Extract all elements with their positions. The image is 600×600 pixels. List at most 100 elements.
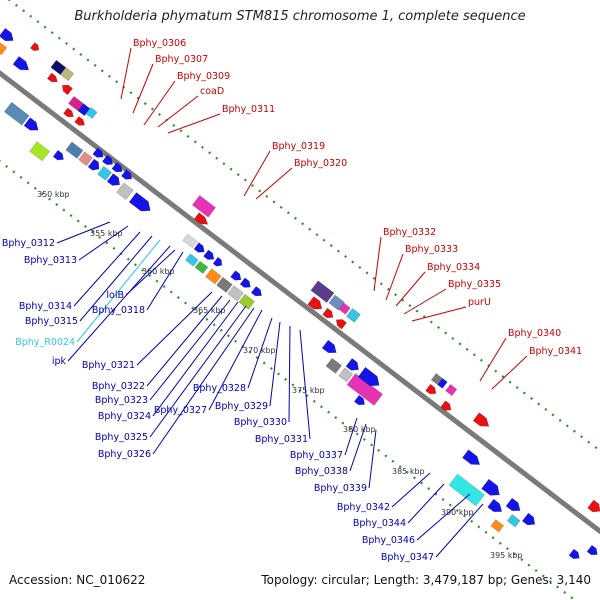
gene-59 xyxy=(437,377,448,389)
label-leader-line xyxy=(78,225,129,261)
gene-73 xyxy=(568,548,580,560)
gene-13 xyxy=(74,116,85,126)
label-leader-line xyxy=(247,317,273,389)
gene-label-bphy_0331: Bphy_0331 xyxy=(255,434,308,445)
label-leader-line xyxy=(76,239,161,343)
label-leader-line xyxy=(120,47,132,100)
label-leader-line xyxy=(79,235,153,322)
label-leader-line xyxy=(136,291,213,366)
label-leader-line xyxy=(479,337,507,382)
label-leader-line xyxy=(125,249,176,296)
gene-27 xyxy=(111,162,123,173)
gene-23 xyxy=(116,182,134,200)
label-leader-line xyxy=(208,309,263,411)
gene-34 xyxy=(212,256,223,267)
gene-42 xyxy=(239,277,251,288)
gene-19 xyxy=(78,151,93,167)
gene-66 xyxy=(481,478,500,496)
label-leader-line xyxy=(243,150,271,197)
gene-label-bphy_0332: Bphy_0332 xyxy=(383,227,436,238)
gene-37 xyxy=(205,268,222,285)
gene-label-bphy_0338: Bphy_0338 xyxy=(295,466,348,477)
gene-label-bphy_0323: Bphy_0323 xyxy=(95,395,148,406)
label-leader-line xyxy=(157,95,199,128)
gene-65 xyxy=(448,473,485,507)
gene-64 xyxy=(462,449,481,465)
gene-label-bphy_0326: Bphy_0326 xyxy=(98,449,151,460)
label-leader-line xyxy=(152,307,255,455)
label-leader-line xyxy=(143,80,176,126)
gene-4 xyxy=(30,42,40,51)
gene-43 xyxy=(250,286,262,297)
label-leader-line xyxy=(385,253,404,301)
chromosome-backbone xyxy=(0,70,600,535)
label-leader-line xyxy=(67,245,171,362)
gene-label-bphy_0337: Bphy_0337 xyxy=(290,450,343,461)
label-leader-line xyxy=(349,423,367,472)
gene-label-bphy_0318: Bphy_0318 xyxy=(92,305,145,316)
label-leader-line xyxy=(167,113,221,134)
gene-18 xyxy=(65,141,84,159)
label-leader-line xyxy=(407,483,445,524)
gene-label-bphy_0313: Bphy_0313 xyxy=(24,255,77,266)
gene-28 xyxy=(121,169,133,180)
label-leader-line xyxy=(149,299,231,401)
gene-50 xyxy=(335,319,347,330)
kbp-tick-label: 370 kbp xyxy=(243,346,276,355)
gene-26 xyxy=(101,154,114,166)
gene-45 xyxy=(328,294,345,311)
gene-6 xyxy=(60,67,75,82)
gene-label-lolb: lolB xyxy=(106,290,124,301)
label-leader-line xyxy=(368,429,377,489)
gene-69 xyxy=(490,519,504,533)
gene-32 xyxy=(193,242,205,253)
gene-label-bphy_0346: Bphy_0346 xyxy=(362,535,415,546)
label-leader-line xyxy=(132,63,154,114)
gene-7 xyxy=(46,72,58,83)
gene-label-bphy_0328: Bphy_0328 xyxy=(193,383,246,394)
gene-22 xyxy=(106,173,121,186)
gene-3 xyxy=(12,55,30,71)
gene-24 xyxy=(128,192,151,212)
label-leader-line xyxy=(146,251,184,311)
label-leader-line xyxy=(344,417,358,456)
gene-46 xyxy=(338,302,351,315)
gene-55 xyxy=(345,358,359,371)
kbp-tick-label: 390 kbp xyxy=(441,508,474,517)
gene-35 xyxy=(185,253,199,267)
gene-17 xyxy=(52,149,64,161)
gene-label-bphy_0314: Bphy_0314 xyxy=(19,301,72,312)
gene-49 xyxy=(322,307,334,319)
label-leader-line xyxy=(255,167,293,200)
gene-20 xyxy=(87,158,100,171)
gene-label-bphy_0344: Bphy_0344 xyxy=(353,518,406,529)
gene-30 xyxy=(193,212,209,225)
gene-2 xyxy=(0,39,8,56)
gene-51 xyxy=(321,339,337,354)
label-leader-line xyxy=(56,221,111,244)
gene-12 xyxy=(63,107,74,118)
gene-10 xyxy=(77,103,91,117)
gene-label-bphy_0341: Bphy_0341 xyxy=(529,346,582,357)
gene-48 xyxy=(307,296,323,310)
kbp-tick-label: 380 kbp xyxy=(343,425,376,434)
kbp-tick-label: 355 kbp xyxy=(90,229,123,238)
gene-33 xyxy=(203,249,215,260)
gene-label-coad: coaD xyxy=(200,86,224,97)
kbp-tick-label: 395 kbp xyxy=(490,551,523,560)
gene-1 xyxy=(0,27,14,42)
label-leader-line xyxy=(416,493,471,541)
gene-74 xyxy=(586,544,598,556)
gene-29 xyxy=(192,195,216,218)
gene-52 xyxy=(325,357,342,374)
gene-53 xyxy=(338,367,354,383)
gene-31 xyxy=(182,233,198,249)
gene-label-bphy_0307: Bphy_0307 xyxy=(155,54,208,65)
gene-47 xyxy=(346,308,361,323)
label-leader-line xyxy=(149,305,247,438)
label-leader-line xyxy=(403,288,447,315)
gene-label-ipk: ipk xyxy=(52,356,67,367)
gene-60 xyxy=(445,384,458,396)
gene-14 xyxy=(3,101,30,126)
